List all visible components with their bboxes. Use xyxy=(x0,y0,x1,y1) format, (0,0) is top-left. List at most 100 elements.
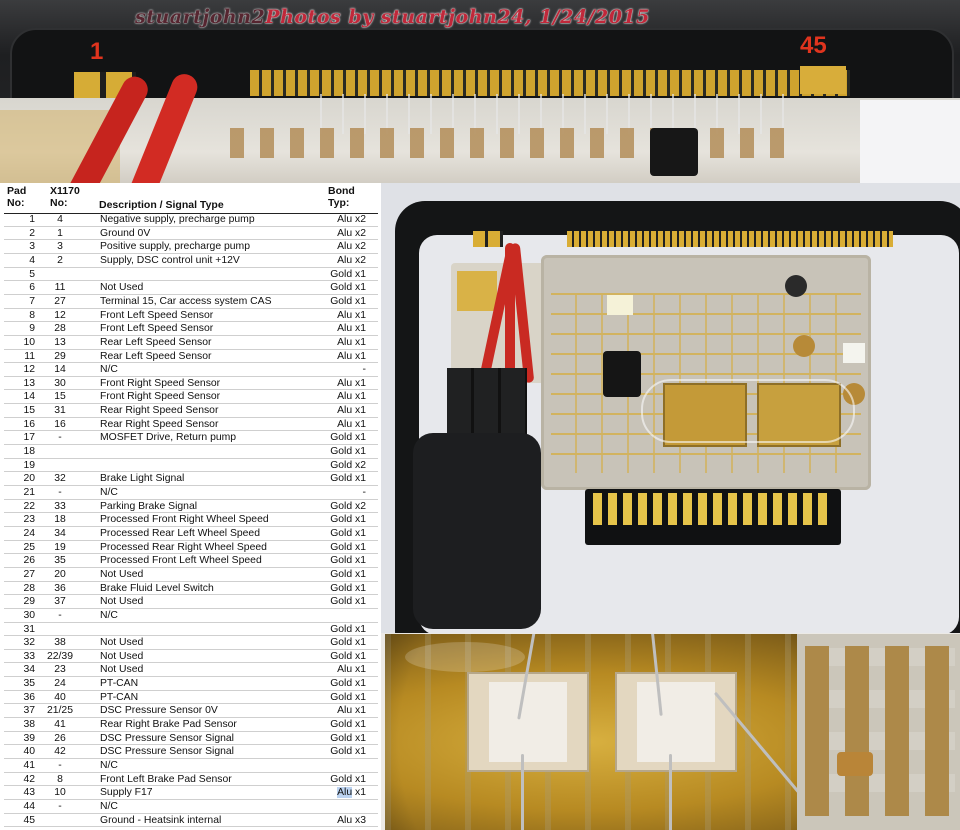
cell-description: Not Used xyxy=(100,650,144,662)
cell-bond: Gold x1 xyxy=(330,650,366,662)
cell-bond: Gold x1 xyxy=(330,746,366,758)
cell-x1170: 12 xyxy=(54,309,66,321)
cell-description: Rear Left Speed Sensor xyxy=(100,350,212,362)
row-divider xyxy=(4,512,378,514)
cell-pad: 15 xyxy=(23,405,35,417)
cell-bond: Gold x1 xyxy=(330,678,366,690)
cell-description: Ground 0V xyxy=(100,227,151,239)
cell-description: Rear Right Speed Sensor xyxy=(100,405,219,417)
cell-description: PT-CAN xyxy=(100,678,139,690)
closeup-die-photo xyxy=(385,634,960,830)
black-chip xyxy=(603,351,641,397)
cell-bond: Alu x3 xyxy=(337,814,366,826)
cell-x1170: 3 xyxy=(57,241,63,253)
header-bond-line1: Bond xyxy=(328,185,355,197)
cell-description: Not Used xyxy=(100,664,144,676)
table-row: 21-N/C- xyxy=(0,486,381,500)
cell-pad: 12 xyxy=(23,364,35,376)
cell-bond: Gold x1 xyxy=(330,527,366,539)
cell-pad: 9 xyxy=(29,323,35,335)
cell-x1170: 1 xyxy=(57,227,63,239)
watermark-ghost: stuartjohn2 xyxy=(135,6,266,28)
cell-x1170: 41 xyxy=(54,719,66,731)
rubber-boot xyxy=(413,433,541,629)
cell-pad: 39 xyxy=(23,732,35,744)
row-divider xyxy=(4,771,378,773)
cell-description: Front Left Speed Sensor xyxy=(100,323,214,335)
cell-bond: - xyxy=(362,487,366,498)
cell-bond: Gold x1 xyxy=(330,268,366,280)
cell-x1170: - xyxy=(58,432,62,444)
cell-x1170: 21/25 xyxy=(46,705,73,717)
cell-pad: 24 xyxy=(23,527,35,539)
cell-x1170: 10 xyxy=(54,787,66,799)
cell-pad: 23 xyxy=(23,514,35,526)
row-divider xyxy=(4,621,378,623)
header-x1170-line1: X1170 xyxy=(50,185,80,197)
capacitor xyxy=(793,335,815,357)
cell-bond: Alu x1 xyxy=(337,350,366,362)
inductor xyxy=(650,128,698,176)
cell-x1170: 35 xyxy=(54,555,66,567)
cell-x1170: 16 xyxy=(54,418,66,430)
cell-x1170: 29 xyxy=(54,350,66,362)
cell-description: Not Used xyxy=(100,637,144,649)
cell-pad: 17 xyxy=(23,432,35,444)
cell-x1170: 24 xyxy=(54,678,66,690)
cell-x1170: - xyxy=(58,609,62,621)
row-divider xyxy=(4,539,378,541)
cell-description: Processed Rear Left Wheel Speed xyxy=(100,527,260,539)
cell-bond: Gold x1 xyxy=(330,596,366,608)
gold-pad xyxy=(457,271,497,311)
cell-pad: 44 xyxy=(23,800,35,812)
header-x1170-line2: No: xyxy=(50,197,68,209)
cell-pad: 18 xyxy=(23,446,35,458)
cell-bond: Alu x1 xyxy=(337,336,366,348)
row-divider xyxy=(4,648,378,650)
cell-description: Rear Left Speed Sensor xyxy=(100,336,212,348)
cell-x1170: 33 xyxy=(54,500,66,512)
cell-description: Ground - Heatsink internal xyxy=(100,814,222,826)
cell-pad: 1 xyxy=(29,214,35,225)
header-pad-line1: Pad xyxy=(7,185,27,197)
row-divider xyxy=(4,471,378,473)
cell-bond: - xyxy=(362,364,366,376)
row-divider xyxy=(4,307,378,309)
cell-bond: Alu x2 xyxy=(337,214,366,225)
cell-x1170: 34 xyxy=(54,527,66,539)
cell-description: N/C xyxy=(100,487,118,498)
bond-pad-row xyxy=(250,70,850,96)
cell-bond: Gold x1 xyxy=(330,637,366,649)
cell-x1170: 31 xyxy=(54,405,66,417)
cell-bond: Gold x2 xyxy=(330,500,366,512)
row-divider xyxy=(4,334,378,336)
cell-pad: 41 xyxy=(23,760,35,771)
cell-pad: 21 xyxy=(23,487,35,498)
row-divider xyxy=(4,798,378,800)
white-component xyxy=(607,295,633,315)
cell-pad: 8 xyxy=(29,309,35,321)
cell-pad: 10 xyxy=(23,336,35,348)
cell-description: Processed Front Left Wheel Speed xyxy=(100,555,262,567)
cell-description: N/C xyxy=(100,364,118,376)
table-row: 41-N/C xyxy=(0,759,381,773)
cell-pad: 37 xyxy=(23,705,35,717)
cell-description: Rear Right Speed Sensor xyxy=(100,418,219,430)
